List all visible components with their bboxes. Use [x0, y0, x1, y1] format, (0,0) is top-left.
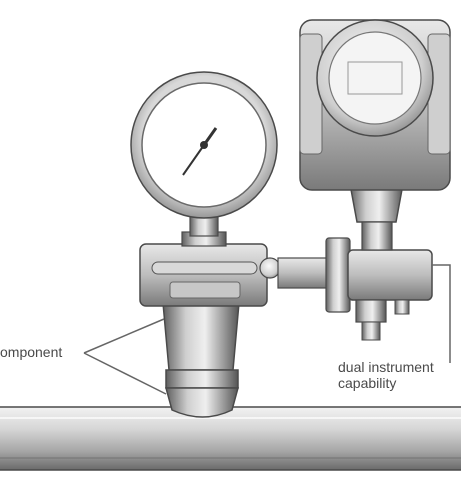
- callout-right: [432, 264, 451, 363]
- transmitter-icon: [299, 19, 451, 251]
- capability-label: capability: [338, 375, 397, 391]
- weld-component: [162, 302, 240, 418]
- pressure-gauge-icon: [130, 71, 278, 237]
- connector-arm: [277, 237, 433, 341]
- component-label: omponent: [0, 344, 63, 360]
- callout-left: [83, 318, 167, 395]
- needle-icon: [182, 127, 218, 176]
- process-pipe: [0, 406, 461, 471]
- dual-instrument-label: dual instrument: [338, 359, 434, 375]
- manifold-block: [139, 231, 281, 307]
